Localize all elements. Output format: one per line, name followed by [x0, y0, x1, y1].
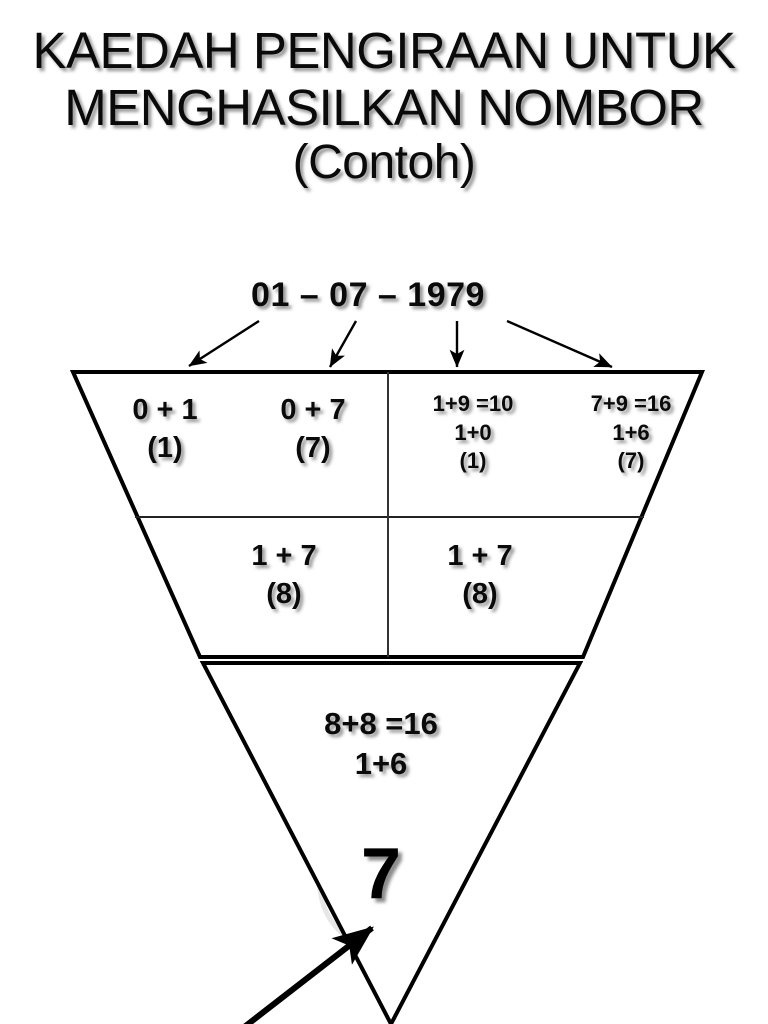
arrow-to-day-cell: [188, 319, 260, 368]
cell-day: 0 + 1 (1): [100, 392, 230, 467]
cell-day-sum: 0 + 1: [132, 394, 198, 426]
cell-day-result: (1): [147, 431, 183, 464]
cell-year-second: 7+9 =16 1+6 (7): [556, 390, 706, 476]
cell-final-reduce-line: 1+6: [354, 746, 408, 782]
cell-mid-left-result: (8): [266, 577, 302, 610]
title-line-3: (Contoh): [292, 136, 476, 190]
cell-mid-right-result: (8): [462, 577, 498, 610]
cell-year-first-sum: 1+9 =10: [432, 391, 514, 416]
final-number: 7: [360, 834, 402, 914]
cell-mid-left: 1 + 7 (8): [204, 538, 364, 613]
cell-mid-left-sum: 1 + 7: [251, 540, 317, 572]
arrow-to-year-second-cell: [506, 319, 613, 369]
cell-year-second-sum: 7+9 =16: [590, 391, 672, 416]
cell-year-second-result: (7): [617, 448, 645, 474]
title-line-1: KAEDAH PENGIRAAN UNTUK: [32, 22, 736, 79]
cell-mid-right-sum: 1 + 7: [447, 540, 513, 572]
cell-year-second-reduce: 1+6: [612, 419, 650, 445]
arrow-to-final-number: [243, 925, 374, 1024]
cell-month-result: (7): [295, 431, 331, 464]
cell-final-sum: 8+8 =16 1+6: [266, 704, 496, 785]
cell-month-sum: 0 + 7: [280, 394, 346, 426]
cell-final-sum-line: 8+8 =16: [324, 706, 438, 741]
cell-month: 0 + 7 (7): [248, 392, 378, 467]
arrow-to-month-cell: [328, 320, 358, 368]
cell-year-first-reduce: 1+0: [454, 419, 492, 445]
input-date-label: 01 – 07 – 1979: [251, 276, 485, 314]
cell-year-first-result: (1): [459, 448, 487, 474]
cell-year-first: 1+9 =10 1+0 (1): [398, 390, 548, 476]
funnel-triangle: [199, 661, 584, 1024]
cell-mid-right: 1 + 7 (8): [400, 538, 560, 613]
page-title: KAEDAH PENGIRAAN UNTUK MENGHASILKAN NOMB…: [24, 22, 744, 190]
title-line-2: MENGHASILKAN NOMBOR: [64, 79, 704, 137]
